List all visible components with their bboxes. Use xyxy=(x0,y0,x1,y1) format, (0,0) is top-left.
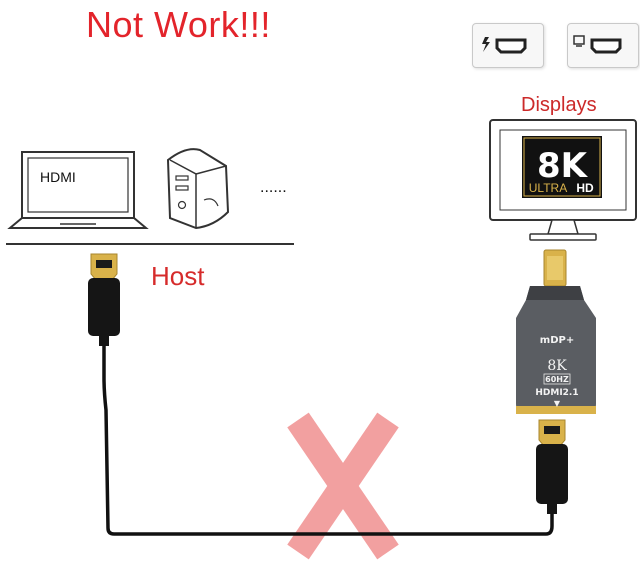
adapter-standard: HDMI2.1 xyxy=(535,388,578,398)
more-devices-ellipsis: ...... xyxy=(260,179,287,196)
minidp-plug xyxy=(543,249,567,287)
laptop-screen-label: HDMI xyxy=(40,169,76,185)
thunderbolt-port-icon xyxy=(472,23,544,68)
hdmi-plug-left xyxy=(88,253,120,346)
adapter-refresh: 60HZ xyxy=(545,375,569,384)
monitor-badge-hd: HD xyxy=(576,181,594,195)
monitor-icon: 8K ULTRA HD xyxy=(489,119,637,241)
adapter-arrow: ▼ xyxy=(554,399,561,408)
adapter-top-label: mDP+ xyxy=(540,335,574,346)
hdmi-plug-right xyxy=(536,419,568,514)
displays-label: Displays xyxy=(521,94,597,116)
desktop-tower-icon xyxy=(166,148,230,230)
monitor-badge-8k: 8K xyxy=(537,146,589,186)
host-label: Host xyxy=(151,261,205,291)
minidisplayport-icon xyxy=(567,23,639,68)
hdmi-cable xyxy=(102,346,554,536)
minidp-to-hdmi-adapter: mDP+ 8K 60HZ HDMI2.1 ▼ xyxy=(516,286,596,414)
laptop-icon: HDMI xyxy=(7,151,149,229)
monitor-badge-ultra: ULTRA xyxy=(529,181,567,195)
x-cross-icon xyxy=(287,412,399,560)
page-title: Not Work!!! xyxy=(86,4,271,45)
adapter-resolution: 8K xyxy=(547,358,567,374)
